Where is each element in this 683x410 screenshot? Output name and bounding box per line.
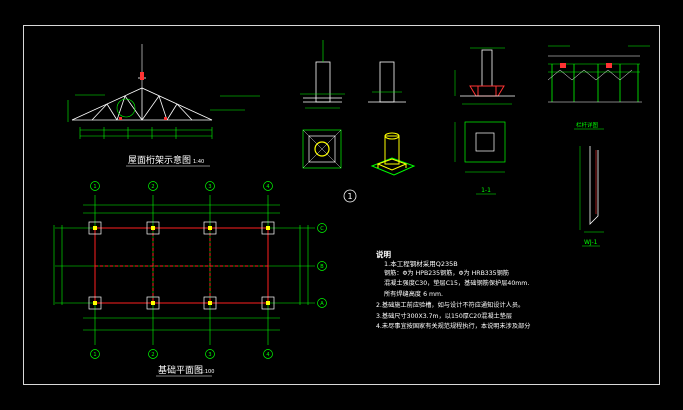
axis-label-C: C <box>320 226 324 232</box>
axis-label-3-bottom: 3 <box>208 352 211 358</box>
note-line-6: 3.基础尺寸300X3.7m，以150厚C20混凝土垫层 <box>376 312 512 320</box>
detail-marker-label: 1 <box>347 192 352 201</box>
plan-footings <box>88 221 275 310</box>
axis-label-A: A <box>320 301 324 307</box>
notes-heading: 说明 <box>376 249 391 259</box>
plan-beams <box>94 227 269 304</box>
fence-section <box>547 45 650 103</box>
column-base-elevation-1 <box>303 61 342 103</box>
note-line-1: 1.本工程钢材采用Q235B <box>384 259 458 268</box>
truss-red-marks <box>119 72 167 120</box>
railing-detail-label: WJ-1 <box>584 239 598 246</box>
plan-axes <box>53 195 315 345</box>
axis-label-4: 4 <box>266 184 269 190</box>
fence-section-label: 栏杆详图 <box>576 121 599 129</box>
note-line-2: 钢筋：Φ为 HPB235钢筋，Φ为 HRB335钢筋 <box>384 269 509 277</box>
axis-label-3: 3 <box>208 184 211 190</box>
axis-label-1-bottom: 1 <box>93 352 96 358</box>
axis-label-2-bottom: 2 <box>151 352 154 358</box>
axis-label-B: B <box>320 264 324 270</box>
drawing-frame <box>23 25 660 385</box>
axis-label-2: 2 <box>151 184 154 190</box>
plan-column-dots <box>93 226 270 305</box>
truss-dimensions <box>67 94 260 139</box>
detail-marker: 1 <box>343 189 357 203</box>
axis-label-4-bottom: 4 <box>266 352 269 358</box>
truss-elevation <box>71 44 213 121</box>
base-plate-plan <box>302 129 342 169</box>
note-line-5: 2.基础施工前应验槽，如与设计不符应通知设计人员。 <box>376 301 524 309</box>
note-line-4: 所有焊缝高度 6 mm. <box>384 290 443 298</box>
section-1-1-plan <box>454 121 506 173</box>
general-notes: 说明 1.本工程钢材采用Q235B 钢筋：Φ为 HPB235钢筋，Φ为 HRB3… <box>376 249 530 330</box>
truss-title: 屋面桁架示意图 <box>128 154 191 166</box>
axis-label-1: 1 <box>93 184 96 190</box>
column-base-elevation-2 <box>368 61 406 103</box>
note-line-3: 混凝土强度C30，垫层C15，基础钢筋保护层40mm. <box>384 279 529 287</box>
column-base-3d <box>370 132 416 176</box>
section-1-1-elevation <box>454 47 515 105</box>
plan-title: 基础平面图 <box>158 364 203 376</box>
truss-scale: 1:40 <box>193 159 204 165</box>
plan-scale: 1:100 <box>200 369 214 375</box>
railing-detail <box>579 146 604 233</box>
note-line-7: 4.未尽事宜按国家有关规范规程执行，本说明未涉及部分 <box>376 322 530 330</box>
section-1-1-label: 1-1 <box>481 187 491 194</box>
plan-axis-bubbles <box>90 181 327 359</box>
